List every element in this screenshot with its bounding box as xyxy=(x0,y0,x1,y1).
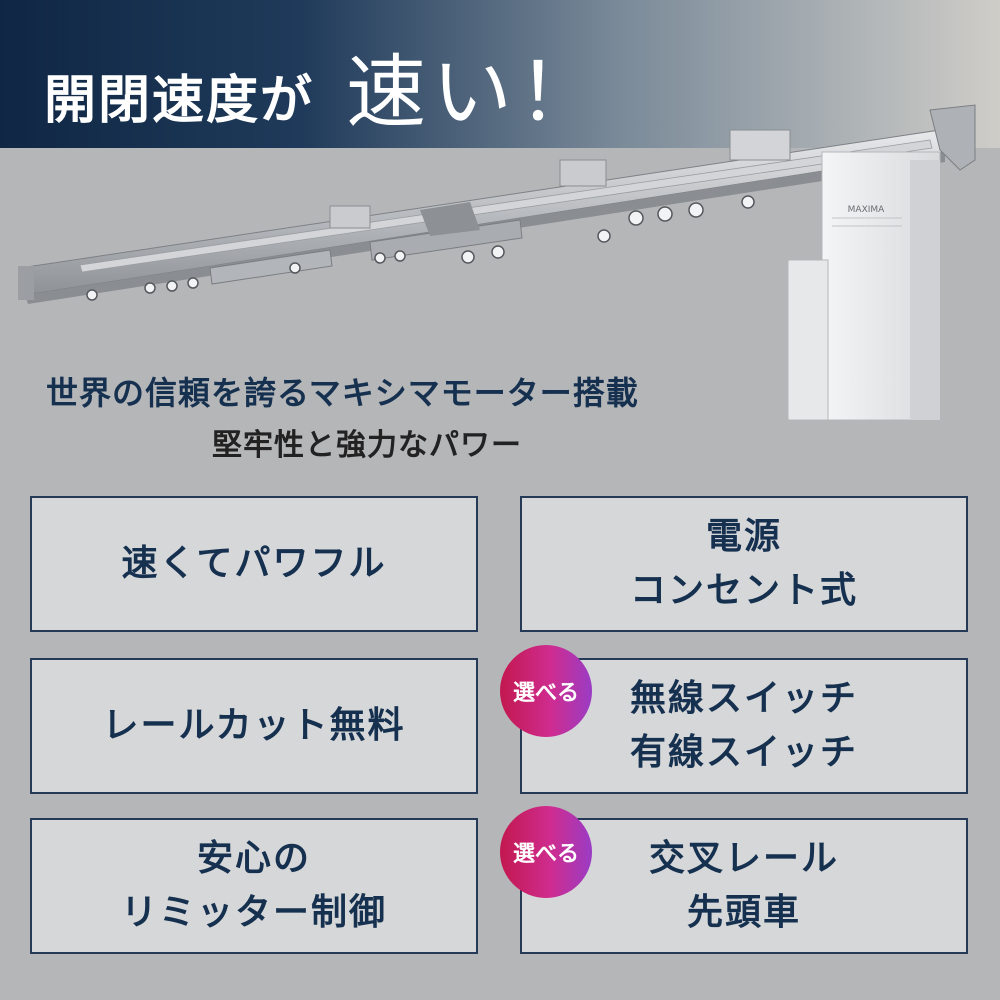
feature-text: 先頭車 xyxy=(686,892,801,933)
feature-text: 電源 xyxy=(705,516,782,557)
curtain-rail-motor-image: MAXIMA xyxy=(18,104,976,421)
feature-box-switch-options: 無線スイッチ 有線スイッチ xyxy=(520,658,968,794)
feature-box-fast-powerful: 速くてパワフル xyxy=(30,496,478,632)
feature-text: 交叉レール xyxy=(648,838,839,879)
feature-text: レールカット無料 xyxy=(102,705,406,746)
header-banner: 開閉速度が 速い！ xyxy=(0,0,1000,148)
feature-box-limiter-control: 安心の リミッター制御 xyxy=(30,818,478,954)
motor-brand-label: MAXIMA xyxy=(848,205,886,215)
header-title-part1: 開閉速度が xyxy=(44,71,315,131)
selectable-badge: 選べる xyxy=(500,806,592,898)
feature-box-cross-rail: 交叉レール 先頭車 xyxy=(520,818,968,954)
feature-box-rail-cut: レールカット無料 xyxy=(30,658,478,794)
selectable-badge: 選べる xyxy=(500,645,592,737)
header-title-part2: 速い！ xyxy=(346,46,604,139)
feature-text: 安心の xyxy=(196,838,311,879)
feature-box-power-outlet: 電源 コンセント式 xyxy=(520,496,968,632)
feature-text: 無線スイッチ xyxy=(629,678,858,719)
feature-text: リミッター制御 xyxy=(120,892,387,933)
feature-text: 有線スイッチ xyxy=(629,732,858,773)
feature-text: コンセント式 xyxy=(629,570,858,611)
feature-text: 速くてパワフル xyxy=(121,543,387,584)
subtitle-line1: 世界の信頼を誇るマキシマモーター搭載 xyxy=(46,374,639,412)
subtitle-line2: 堅牢性と強力なパワー xyxy=(212,428,522,463)
